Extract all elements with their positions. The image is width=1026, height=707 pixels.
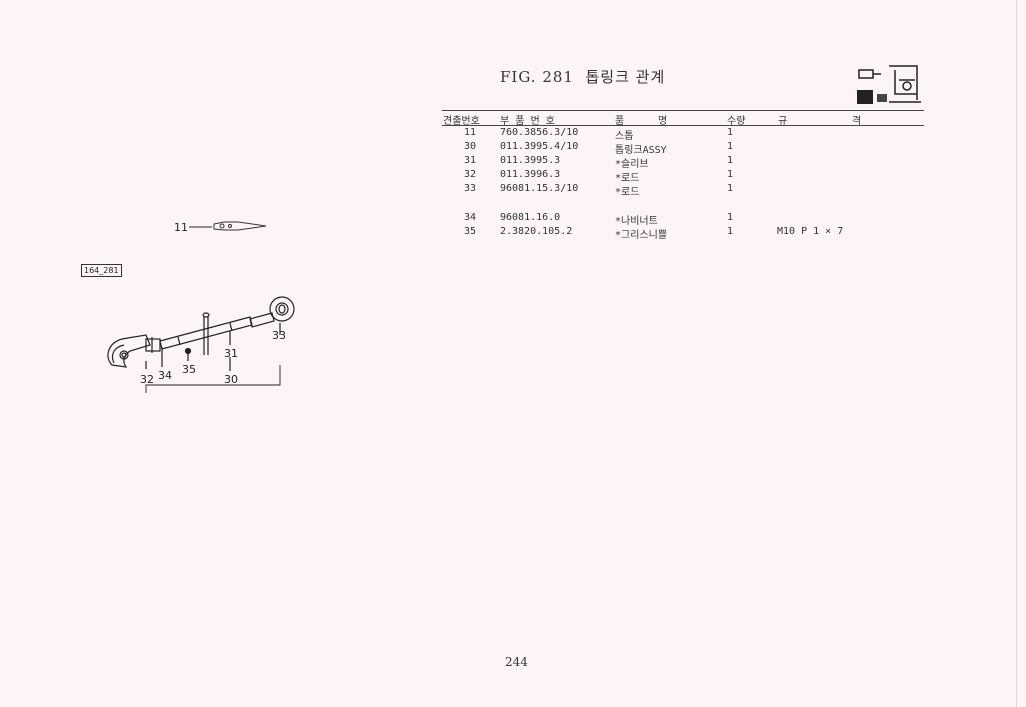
cell-ref-no: 31 — [463, 155, 477, 166]
cell-ref-no: 32 — [463, 169, 477, 180]
table-header: 견출번호 부 품 번 호 품 명 수량 규 격 — [442, 110, 924, 127]
figure-name: 톱링크 관계 — [585, 68, 666, 86]
tractor-hitch-icon — [857, 65, 921, 104]
figure-label: FIG. 281 — [500, 68, 574, 86]
cell-part-no: 011.3995.4/10 — [500, 141, 579, 152]
callout-32: 32 — [140, 373, 154, 386]
cell-ref-no: 34 — [463, 212, 477, 223]
callout-31: 31 — [224, 347, 238, 360]
cell-part-no: 011.3996.3 — [500, 169, 561, 180]
table-row: 35 2.3820.105.2 *그리스니쁠 1 M10 P 1 × 7 — [442, 226, 924, 241]
cell-part-no: 96081.15.3/10 — [500, 183, 579, 194]
header-name-1: 품 — [615, 116, 625, 127]
cell-ref-no: 11 — [463, 127, 477, 138]
header-part-no: 부 품 번 호 — [500, 116, 555, 127]
callout-34: 34 — [158, 369, 172, 382]
cell-part-no: 760.3856.3/10 — [500, 127, 579, 138]
page-number: 244 — [505, 655, 528, 669]
cell-ref-no: 35 — [463, 226, 477, 237]
cell-qty: 1 — [727, 226, 734, 237]
cell-name: *그리스니쁠 — [615, 230, 668, 241]
reference-box: 164_281 — [81, 264, 122, 277]
scan-edge — [1016, 0, 1017, 707]
header-ref-no: 견출번호 — [443, 116, 480, 127]
cell-name: *로드 — [615, 173, 640, 184]
cell-name: 스톱 — [615, 131, 634, 142]
cell-spec: M10 P 1 × 7 — [777, 226, 844, 237]
cell-part-no: 96081.16.0 — [500, 212, 561, 223]
callout-35: 35 — [182, 363, 196, 376]
header-qty: 수량 — [727, 116, 746, 127]
cell-qty: 1 — [727, 127, 734, 138]
cell-qty: 1 — [727, 169, 734, 180]
cell-ref-no: 30 — [463, 141, 477, 152]
cell-name: *슬리브 — [615, 159, 649, 170]
cell-qty: 1 — [727, 141, 734, 152]
header-name-2: 명 — [658, 116, 668, 127]
figure-title: FIG. 281 톱링크 관계 — [500, 66, 665, 87]
callout-30: 30 — [224, 373, 238, 386]
cell-name: *로드 — [615, 187, 640, 198]
callout-33: 33 — [272, 329, 286, 342]
cell-qty: 1 — [727, 212, 734, 223]
table-row: 30 011.3995.4/10 톱링크ASSY 1 — [442, 141, 924, 156]
cell-part-no: 011.3995.3 — [500, 155, 561, 166]
cell-part-no: 2.3820.105.2 — [500, 226, 573, 237]
header-spec-1: 규 — [778, 116, 788, 127]
table-row: 31 011.3995.3 *슬리브 1 — [442, 155, 924, 170]
cell-ref-no: 33 — [463, 183, 477, 194]
callout-11: 11 — [174, 221, 188, 234]
table-row: 34 96081.16.0 *나비너트 1 — [442, 212, 924, 227]
cell-name: 톱링크ASSY — [615, 145, 667, 156]
header-spec-2: 격 — [852, 116, 862, 127]
table-row: 11 760.3856.3/10 스톱 1 — [442, 127, 924, 142]
stop-part-drawing: 11 — [174, 221, 267, 234]
table-row: 33 96081.15.3/10 *로드 1 — [442, 183, 924, 198]
cell-qty: 1 — [727, 155, 734, 166]
parts-table: 견출번호 부 품 번 호 품 명 수량 규 격 11 760.3856.3/10… — [442, 110, 924, 241]
cell-name: *나비너트 — [615, 216, 658, 227]
top-link-assembly-drawing: 33 31 30 35 34 32 — [107, 296, 295, 393]
table-row: 32 011.3996.3 *로드 1 — [442, 169, 924, 184]
cell-qty: 1 — [727, 183, 734, 194]
